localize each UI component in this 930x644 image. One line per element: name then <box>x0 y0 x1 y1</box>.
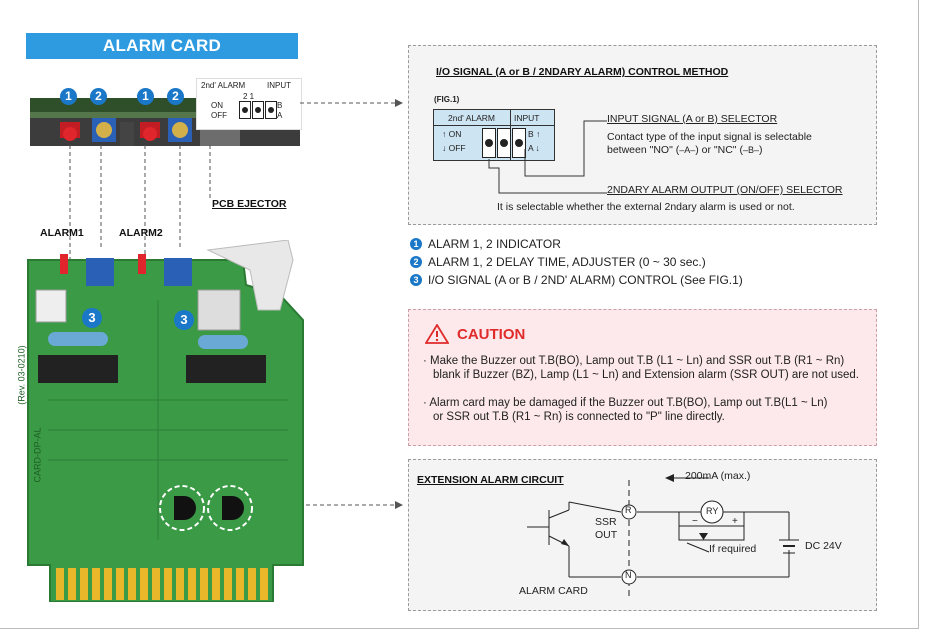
alarm1-label: ALARM1 <box>40 227 84 239</box>
caution-bullet-2: · Alarm card may be damaged if the Buzze… <box>423 397 828 423</box>
circuit-ssr: SSR <box>595 516 617 528</box>
fig-panel: I/O SIGNAL (A or B / 2NDARY ALARM) CONTR… <box>408 45 877 225</box>
badge-indicator-2: 1 <box>137 88 154 105</box>
circuit-out: OUT <box>595 529 618 541</box>
output-selector-title: 2NDARY ALARM OUTPUT (ON/OFF) SELECTOR <box>607 184 843 196</box>
circuit-diagram <box>527 474 799 600</box>
no-contact-symbol: ‒A‒ <box>679 145 696 155</box>
caution-title: CAUTION <box>457 326 526 343</box>
caution-bullet-1-line-2: blank if Buzzer (BZ), Lamp (L1 ~ Ln) and… <box>433 369 859 381</box>
input-selector-desc2: between "NO" (‒A‒) or "NC" (‒B‒) <box>607 144 762 156</box>
legend-badge: 1 <box>410 238 422 250</box>
legend-list: 1 ALARM 1, 2 INDICATOR 2 ALARM 1, 2 DELA… <box>410 237 743 287</box>
badge-delay-1: 2 <box>90 88 107 105</box>
circuit-if-required: If required <box>709 543 757 555</box>
fig-label: (FIG.1) <box>434 95 460 104</box>
fig-a: A ↓ <box>528 143 540 153</box>
legend-text: ALARM 1, 2 DELAY TIME, ADJUSTER (0 ~ 30 … <box>428 255 706 269</box>
mini-off: OFF <box>211 111 227 120</box>
caution-bullet-2-line-1: Alarm card may be damaged if the Buzzer … <box>429 397 828 409</box>
fig-panel-title: I/O SIGNAL (A or B / 2NDARY ALARM) CONTR… <box>436 66 729 78</box>
legend-text: ALARM 1, 2 INDICATOR <box>428 237 561 251</box>
circuit-minus: − <box>692 516 698 527</box>
circuit-ry: RY <box>706 506 719 516</box>
circuit-n: N <box>625 570 632 580</box>
input-selector-desc: Contact type of the input signal is sele… <box>607 131 812 143</box>
alarm2-label: ALARM2 <box>119 227 163 239</box>
fig-col-2nd: 2nd' ALARM <box>448 113 495 123</box>
circuit-panel: EXTENSION ALARM CIRCUIT <box>408 459 877 611</box>
badge-indicator-1: 1 <box>60 88 77 105</box>
mini-dip <box>239 101 277 119</box>
circuit-current: 200mA (max.) <box>685 470 751 482</box>
mini-cols: 2 1 <box>243 92 255 101</box>
fig-on: ↑ ON <box>442 129 462 139</box>
circuit-r: R <box>625 505 632 515</box>
badge-io-2: 3 <box>174 310 194 330</box>
caution-bullet-1: · Make the Buzzer out T.B(BO), Lamp out … <box>423 355 859 381</box>
caution-bullet-1-line-1: Make the Buzzer out T.B(BO), Lamp out T.… <box>430 355 845 367</box>
fig-col-input: INPUT <box>514 113 540 123</box>
circuit-alarm-card: ALARM CARD <box>519 585 588 597</box>
page-bottom-line <box>0 628 919 629</box>
legend-badge: 2 <box>410 256 422 268</box>
output-selector-desc: It is selectable whether the external 2n… <box>497 201 795 213</box>
pcb-code-text: CARD-DP-AL <box>32 427 43 483</box>
nc-no-text-a: between "NO" ( <box>607 144 680 156</box>
nc-no-text-c: ) <box>758 144 763 156</box>
legend-text: I/O SIGNAL (A or B / 2ND' ALARM) CONTROL… <box>428 273 743 287</box>
pcb-revision-text: (Rev. 03-0210) <box>16 345 27 405</box>
circuit-title: EXTENSION ALARM CIRCUIT <box>417 474 564 486</box>
caution-bullet-2-line-2: or SSR out T.B (R1 ~ Rn) is connected to… <box>433 411 725 423</box>
caution-box: CAUTION · Make the Buzzer out T.B(BO), L… <box>408 309 877 446</box>
badge-io-1: 3 <box>82 308 102 328</box>
fig-off: ↓ OFF <box>442 143 466 153</box>
fig-dip <box>482 128 526 158</box>
pcb-board <box>18 239 308 603</box>
mini-2nd-header: 2nd' ALARM <box>201 81 246 90</box>
mini-switch-label: 2nd' ALARM INPUT 2 1 ON OFF B A <box>196 78 302 130</box>
circuit-dc: DC 24V <box>805 540 842 552</box>
mini-a: A <box>277 111 283 120</box>
nc-no-text-b: ) or "NC" ( <box>695 144 743 156</box>
legend-item: 3 I/O SIGNAL (A or B / 2ND' ALARM) CONTR… <box>410 273 743 287</box>
mini-input-header: INPUT <box>267 81 291 90</box>
fig-b: B ↑ <box>528 129 541 139</box>
fig-leader-lines <box>488 120 607 194</box>
fig-switch-table: 2nd' ALARM INPUT ↑ ON ↓ OFF B ↑ A ↓ <box>433 109 555 161</box>
page-title: ALARM CARD <box>26 33 298 59</box>
badge-delay-2: 2 <box>167 88 184 105</box>
input-selector-title: INPUT SIGNAL (A or B) SELECTOR <box>607 113 778 125</box>
circuit-plus: + <box>732 516 738 527</box>
warning-icon <box>425 324 449 344</box>
mini-b: B <box>277 101 283 110</box>
nc-contact-symbol: ‒B‒ <box>742 145 759 155</box>
mini-on: ON <box>211 101 223 110</box>
legend-item: 1 ALARM 1, 2 INDICATOR <box>410 237 743 251</box>
page-divider <box>918 0 919 628</box>
legend-badge: 3 <box>410 274 422 286</box>
pcb-ejector-label: PCB EJECTOR <box>212 198 287 210</box>
legend-item: 2 ALARM 1, 2 DELAY TIME, ADJUSTER (0 ~ 3… <box>410 255 743 269</box>
